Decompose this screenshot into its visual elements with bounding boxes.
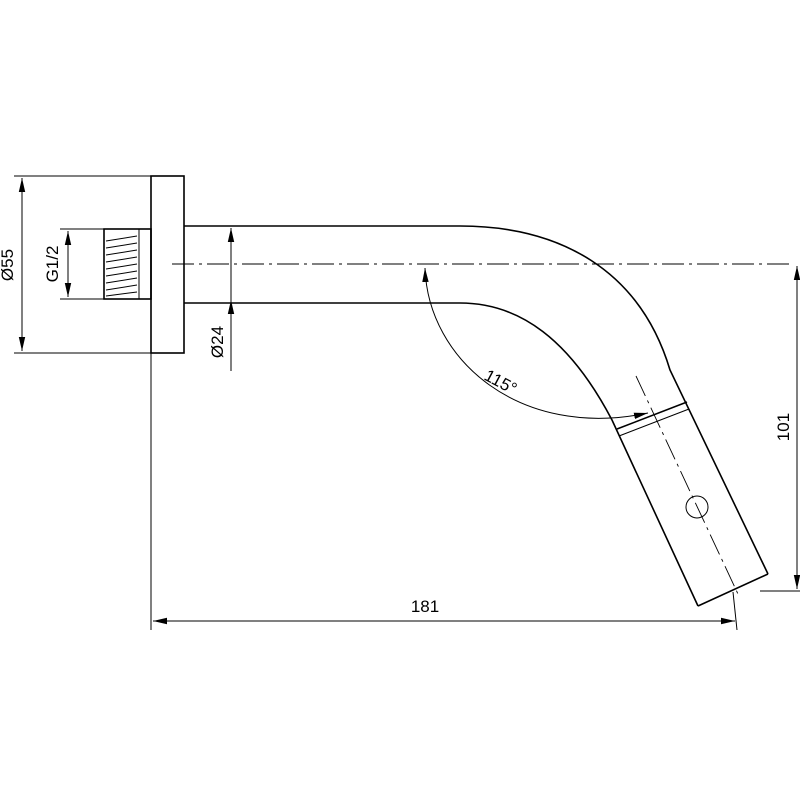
outlet-hole [685,495,709,519]
wall-flange [150,175,185,354]
flange-diameter-label: Ø55 [0,249,17,281]
flange-diameter-dimension: Ø55 [0,175,151,354]
thread-dimension: G1/2 [43,228,104,300]
length-dimension: 181 [150,353,738,631]
thread-label: G1/2 [43,246,62,283]
pipe-diameter-label: Ø24 [208,326,227,358]
threaded-connector [103,228,152,300]
height-dimension: 101 [760,266,800,592]
spout-pipe [184,225,769,607]
angle-dimension: 115° [422,267,649,420]
length-label: 181 [411,597,439,616]
outlet-centerline [635,375,739,595]
angle-label: 115° [481,366,520,399]
height-label: 101 [774,413,793,441]
pipe-diameter-dimension: Ø24 [208,228,235,371]
